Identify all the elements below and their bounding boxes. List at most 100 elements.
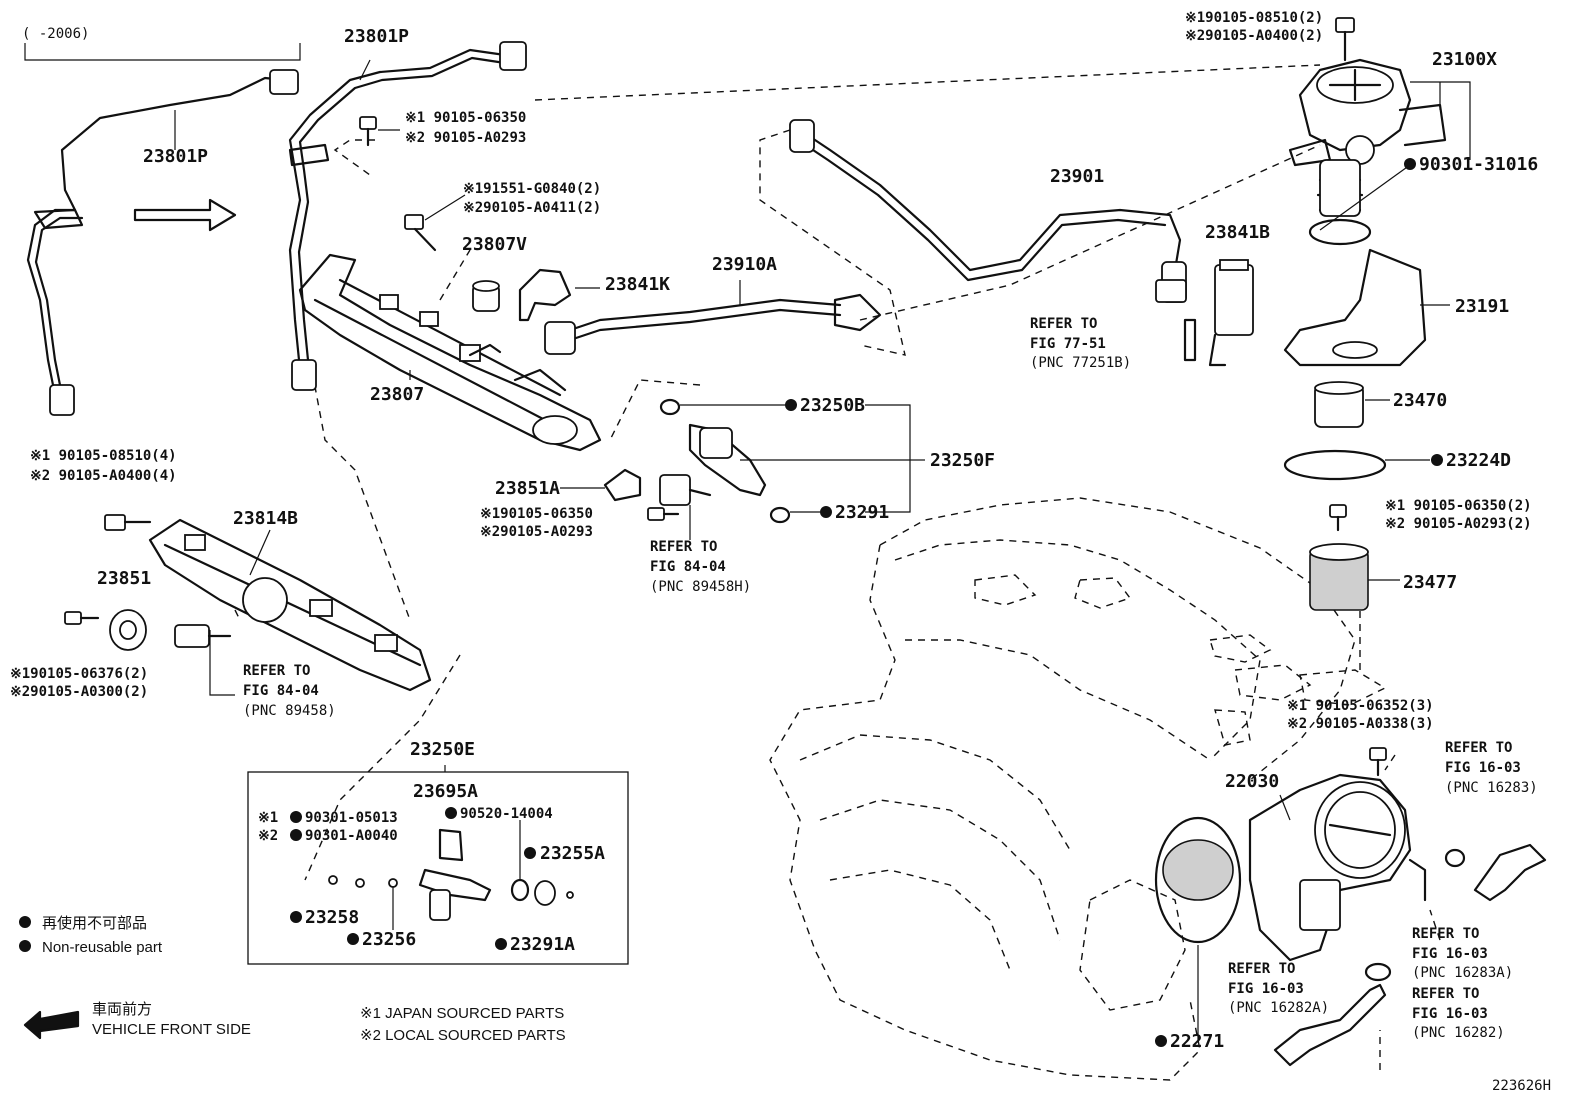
- connector-23841b[interactable]: [1208, 259, 1254, 367]
- housing-23477[interactable]: [1309, 543, 1369, 611]
- throttle-body-22030[interactable]: [1248, 773, 1427, 962]
- ref-16d-line2: FIG 16-03: [1412, 1006, 1488, 1022]
- label-23250e: 23250E: [410, 739, 475, 760]
- fastener-bolt-2: ※290105-A0411(2): [463, 200, 601, 216]
- fuel-rail-23814b[interactable]: [148, 518, 432, 692]
- hose-77251b[interactable]: [1183, 318, 1197, 362]
- bracket-23851a[interactable]: [603, 468, 642, 502]
- bolt-icon-rail: [404, 214, 437, 252]
- engine-block-outline: [769, 497, 1387, 1081]
- pressure-sensor-89458h[interactable]: [659, 474, 712, 506]
- ref-77-line2: FIG 77-51: [1030, 336, 1106, 352]
- fastener-sensor-1: ※190105-06350: [480, 506, 593, 522]
- label-figure-number: 223626H: [1492, 1078, 1551, 1094]
- fastener-bolt-1: ※191551-G0840(2): [463, 181, 601, 197]
- lifter-23470[interactable]: [1314, 381, 1364, 428]
- vehicle-front-arrow-icon: [23, 1010, 80, 1040]
- fastener-23851-2: ※290105-A0300(2): [10, 684, 148, 700]
- bolt-icon-pump: [1335, 17, 1355, 62]
- reference-labels: REFER TO FIG 77-51 (PNC 77251B) REFER TO…: [243, 316, 1538, 1041]
- label-23250f: 23250F: [930, 450, 995, 471]
- label-23901: 23901: [1050, 166, 1104, 187]
- ref-84b-line2: FIG 84-04: [243, 683, 319, 699]
- part-number-labels: ( -2006) 23801P 23801P 23100X 90301-3101…: [22, 26, 1551, 1094]
- legend-non-reusable-jp: 再使用不可部品: [42, 915, 147, 932]
- legend-front-jp: 車両前方: [92, 1001, 152, 1018]
- fuel-pipe-23801p-top[interactable]: [288, 41, 527, 391]
- water-hose-16283[interactable]: [1444, 843, 1547, 902]
- pump-bracket-23191[interactable]: [1283, 248, 1427, 367]
- label-year-range: ( -2006): [22, 26, 89, 42]
- label-23224d: 23224D: [1446, 450, 1511, 471]
- assembly-dashed-lines: [234, 64, 1441, 1070]
- label-22271: 22271: [1170, 1031, 1224, 1052]
- label-23291: 23291: [835, 502, 889, 523]
- fastener-center-1: ※1 90105-06350: [405, 110, 526, 126]
- o-ring-pump[interactable]: [1308, 218, 1372, 246]
- gasket-22271[interactable]: [1154, 816, 1242, 944]
- ref-84b-line3: (PNC 89458): [243, 703, 336, 719]
- label-23801p-top: 23801P: [344, 26, 409, 47]
- ref-16a-line1: REFER TO: [1445, 740, 1512, 756]
- ref-16d-line1: REFER TO: [1412, 986, 1479, 1002]
- fastener-right-2: ※2 90105-A0293(2): [1385, 516, 1532, 532]
- label-23807v: 23807V: [462, 234, 527, 255]
- fastener-left-2: ※2 90105-A0400(4): [30, 468, 177, 484]
- label-kit-prefix-1: ※1: [258, 810, 278, 826]
- label-23851a: 23851A: [495, 478, 560, 499]
- injector-kit-parts[interactable]: [328, 820, 574, 930]
- ref-77-line1: REFER TO: [1030, 316, 1097, 332]
- fuel-pipe-23801p-left[interactable]: [26, 69, 299, 416]
- fastener-23851-1: ※190105-06376(2): [10, 666, 148, 682]
- legend-sourced-2: ※2 LOCAL SOURCED PARTS: [360, 1027, 566, 1044]
- ref-16b-line1: REFER TO: [1412, 926, 1479, 942]
- label-23841k: 23841K: [605, 274, 670, 295]
- label-90301-05013: 90301-05013: [305, 810, 398, 826]
- label-90301-a0040: 90301-A0040: [305, 828, 398, 844]
- pressure-sensor-89458[interactable]: [174, 624, 232, 648]
- fuel-pump-23100x[interactable]: [1288, 58, 1447, 217]
- gasket-23224d[interactable]: [1283, 449, 1387, 481]
- clip-23851[interactable]: [109, 609, 147, 651]
- fuel-hose-23910a[interactable]: [544, 293, 882, 355]
- ref-16c-line1: REFER TO: [1228, 961, 1295, 977]
- clip-23807v[interactable]: [472, 280, 500, 312]
- legend-front-en: VEHICLE FRONT SIDE: [92, 1021, 251, 1038]
- ref-16c-line3: (PNC 16282A): [1228, 1000, 1329, 1016]
- bracket-23841k[interactable]: [518, 268, 572, 322]
- fuel-pipe-23901[interactable]: [789, 119, 1187, 303]
- label-23851: 23851: [97, 568, 151, 589]
- label-23477: 23477: [1403, 572, 1457, 593]
- label-23814b: 23814B: [233, 508, 298, 529]
- label-23291a: 23291A: [510, 934, 575, 955]
- ref-84a-line1: REFER TO: [650, 539, 717, 555]
- fastener-top-right-1: ※190105-08510(2): [1185, 10, 1323, 26]
- fastener-top-right-2: ※290105-A0400(2): [1185, 28, 1323, 44]
- label-23250b: 23250B: [800, 395, 865, 416]
- ref-16d-line3: (PNC 16282): [1412, 1025, 1505, 1041]
- ref-84a-line2: FIG 84-04: [650, 559, 726, 575]
- bolt-icon-23851: [64, 611, 100, 625]
- injector-23250f[interactable]: [659, 398, 791, 524]
- fastener-sensor-2: ※290105-A0293: [480, 524, 593, 540]
- ref-16a-line3: (PNC 16283): [1445, 780, 1538, 796]
- label-23841b: 23841B: [1205, 222, 1270, 243]
- label-23807: 23807: [370, 384, 424, 405]
- ref-77-line3: (PNC 77251B): [1030, 355, 1131, 371]
- label-23191: 23191: [1455, 296, 1509, 317]
- legend-sourced-1: ※1 JAPAN SOURCED PARTS: [360, 1005, 564, 1022]
- water-hose-16282[interactable]: [1273, 962, 1392, 1067]
- ref-84a-line3: (PNC 89458H): [650, 579, 751, 595]
- fuel-delivery-rail-23807[interactable]: [298, 253, 602, 452]
- fastener-engine-1: ※1 90105-06352(3): [1287, 698, 1434, 714]
- label-23100x: 23100X: [1432, 49, 1497, 70]
- ref-16b-line2: FIG 16-03: [1412, 946, 1488, 962]
- bolt-icon-sensor: [647, 507, 680, 521]
- label-23695a: 23695A: [413, 781, 478, 802]
- leader-lines: [174, 59, 1471, 1040]
- label-22030: 22030: [1225, 771, 1279, 792]
- ref-84b-line1: REFER TO: [243, 663, 310, 679]
- injector-kit-box-23250e: [247, 771, 629, 965]
- label-23258: 23258: [305, 907, 359, 928]
